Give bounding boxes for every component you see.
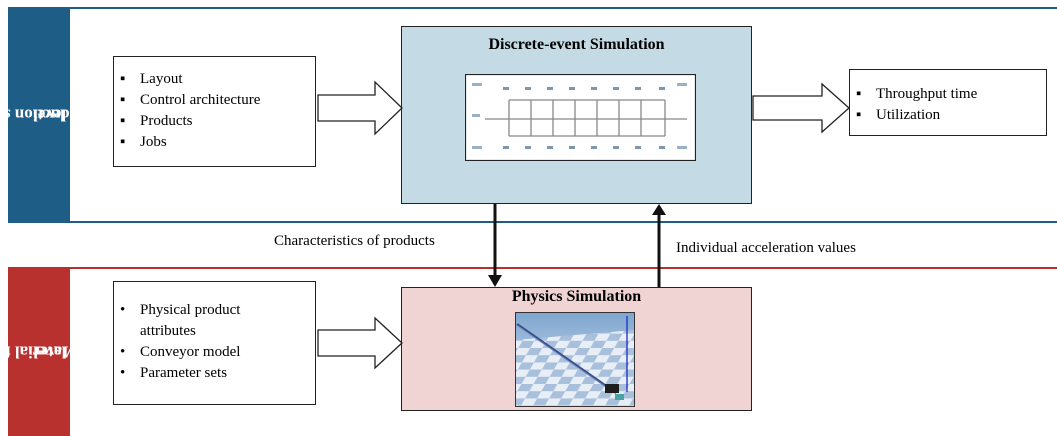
production-band-bottom-line bbox=[8, 221, 1057, 223]
production-inputs-box: Layout Control architecture Products Job… bbox=[113, 56, 316, 167]
list-item: Control architecture bbox=[114, 90, 315, 111]
production-band-top-line bbox=[8, 7, 1057, 9]
discrete-event-simulation-box: Discrete-event Simulation bbox=[401, 26, 752, 204]
list-item: Layout bbox=[114, 69, 315, 90]
material-band-top-line bbox=[8, 267, 1057, 269]
physics-simulation-title: Physics Simulation bbox=[511, 288, 642, 305]
material-band-label: Material flow level bbox=[0, 267, 78, 436]
list-item: Parameter sets bbox=[114, 363, 315, 384]
outputs-list: Throughput time Utilization bbox=[850, 84, 1046, 126]
outputs-box: Throughput time Utilization bbox=[849, 69, 1047, 136]
arrow-production-inputs-to-des bbox=[317, 80, 403, 136]
list-item: Utilization bbox=[850, 105, 1046, 126]
material-inputs-box: Physical product attributes Conveyor mod… bbox=[113, 281, 316, 405]
production-band-label: Production system level bbox=[0, 7, 96, 223]
material-inputs-list: Physical product attributes Conveyor mod… bbox=[114, 300, 315, 384]
arrow-des-to-outputs bbox=[752, 82, 850, 134]
physics-scene-thumbnail bbox=[515, 312, 635, 407]
list-item: Jobs bbox=[114, 132, 315, 153]
list-item: Products bbox=[114, 111, 315, 132]
characteristics-of-products-label: Characteristics of products bbox=[274, 233, 435, 249]
list-item: Physical product attributes bbox=[114, 300, 315, 342]
list-item: Conveyor model bbox=[114, 342, 315, 363]
discrete-event-simulation-title: Discrete-event Simulation bbox=[488, 36, 665, 53]
arrow-physics-to-des-head bbox=[652, 204, 666, 215]
arrow-des-to-physics-head bbox=[488, 275, 502, 287]
list-item: Throughput time bbox=[850, 84, 1046, 105]
individual-acceleration-values-label: Individual acceleration values bbox=[676, 240, 856, 256]
arrow-material-inputs-to-physics bbox=[317, 316, 403, 370]
production-inputs-list: Layout Control architecture Products Job… bbox=[114, 69, 315, 153]
physics-simulation-box: Physics Simulation bbox=[401, 287, 752, 411]
des-layout-thumbnail bbox=[465, 74, 696, 161]
